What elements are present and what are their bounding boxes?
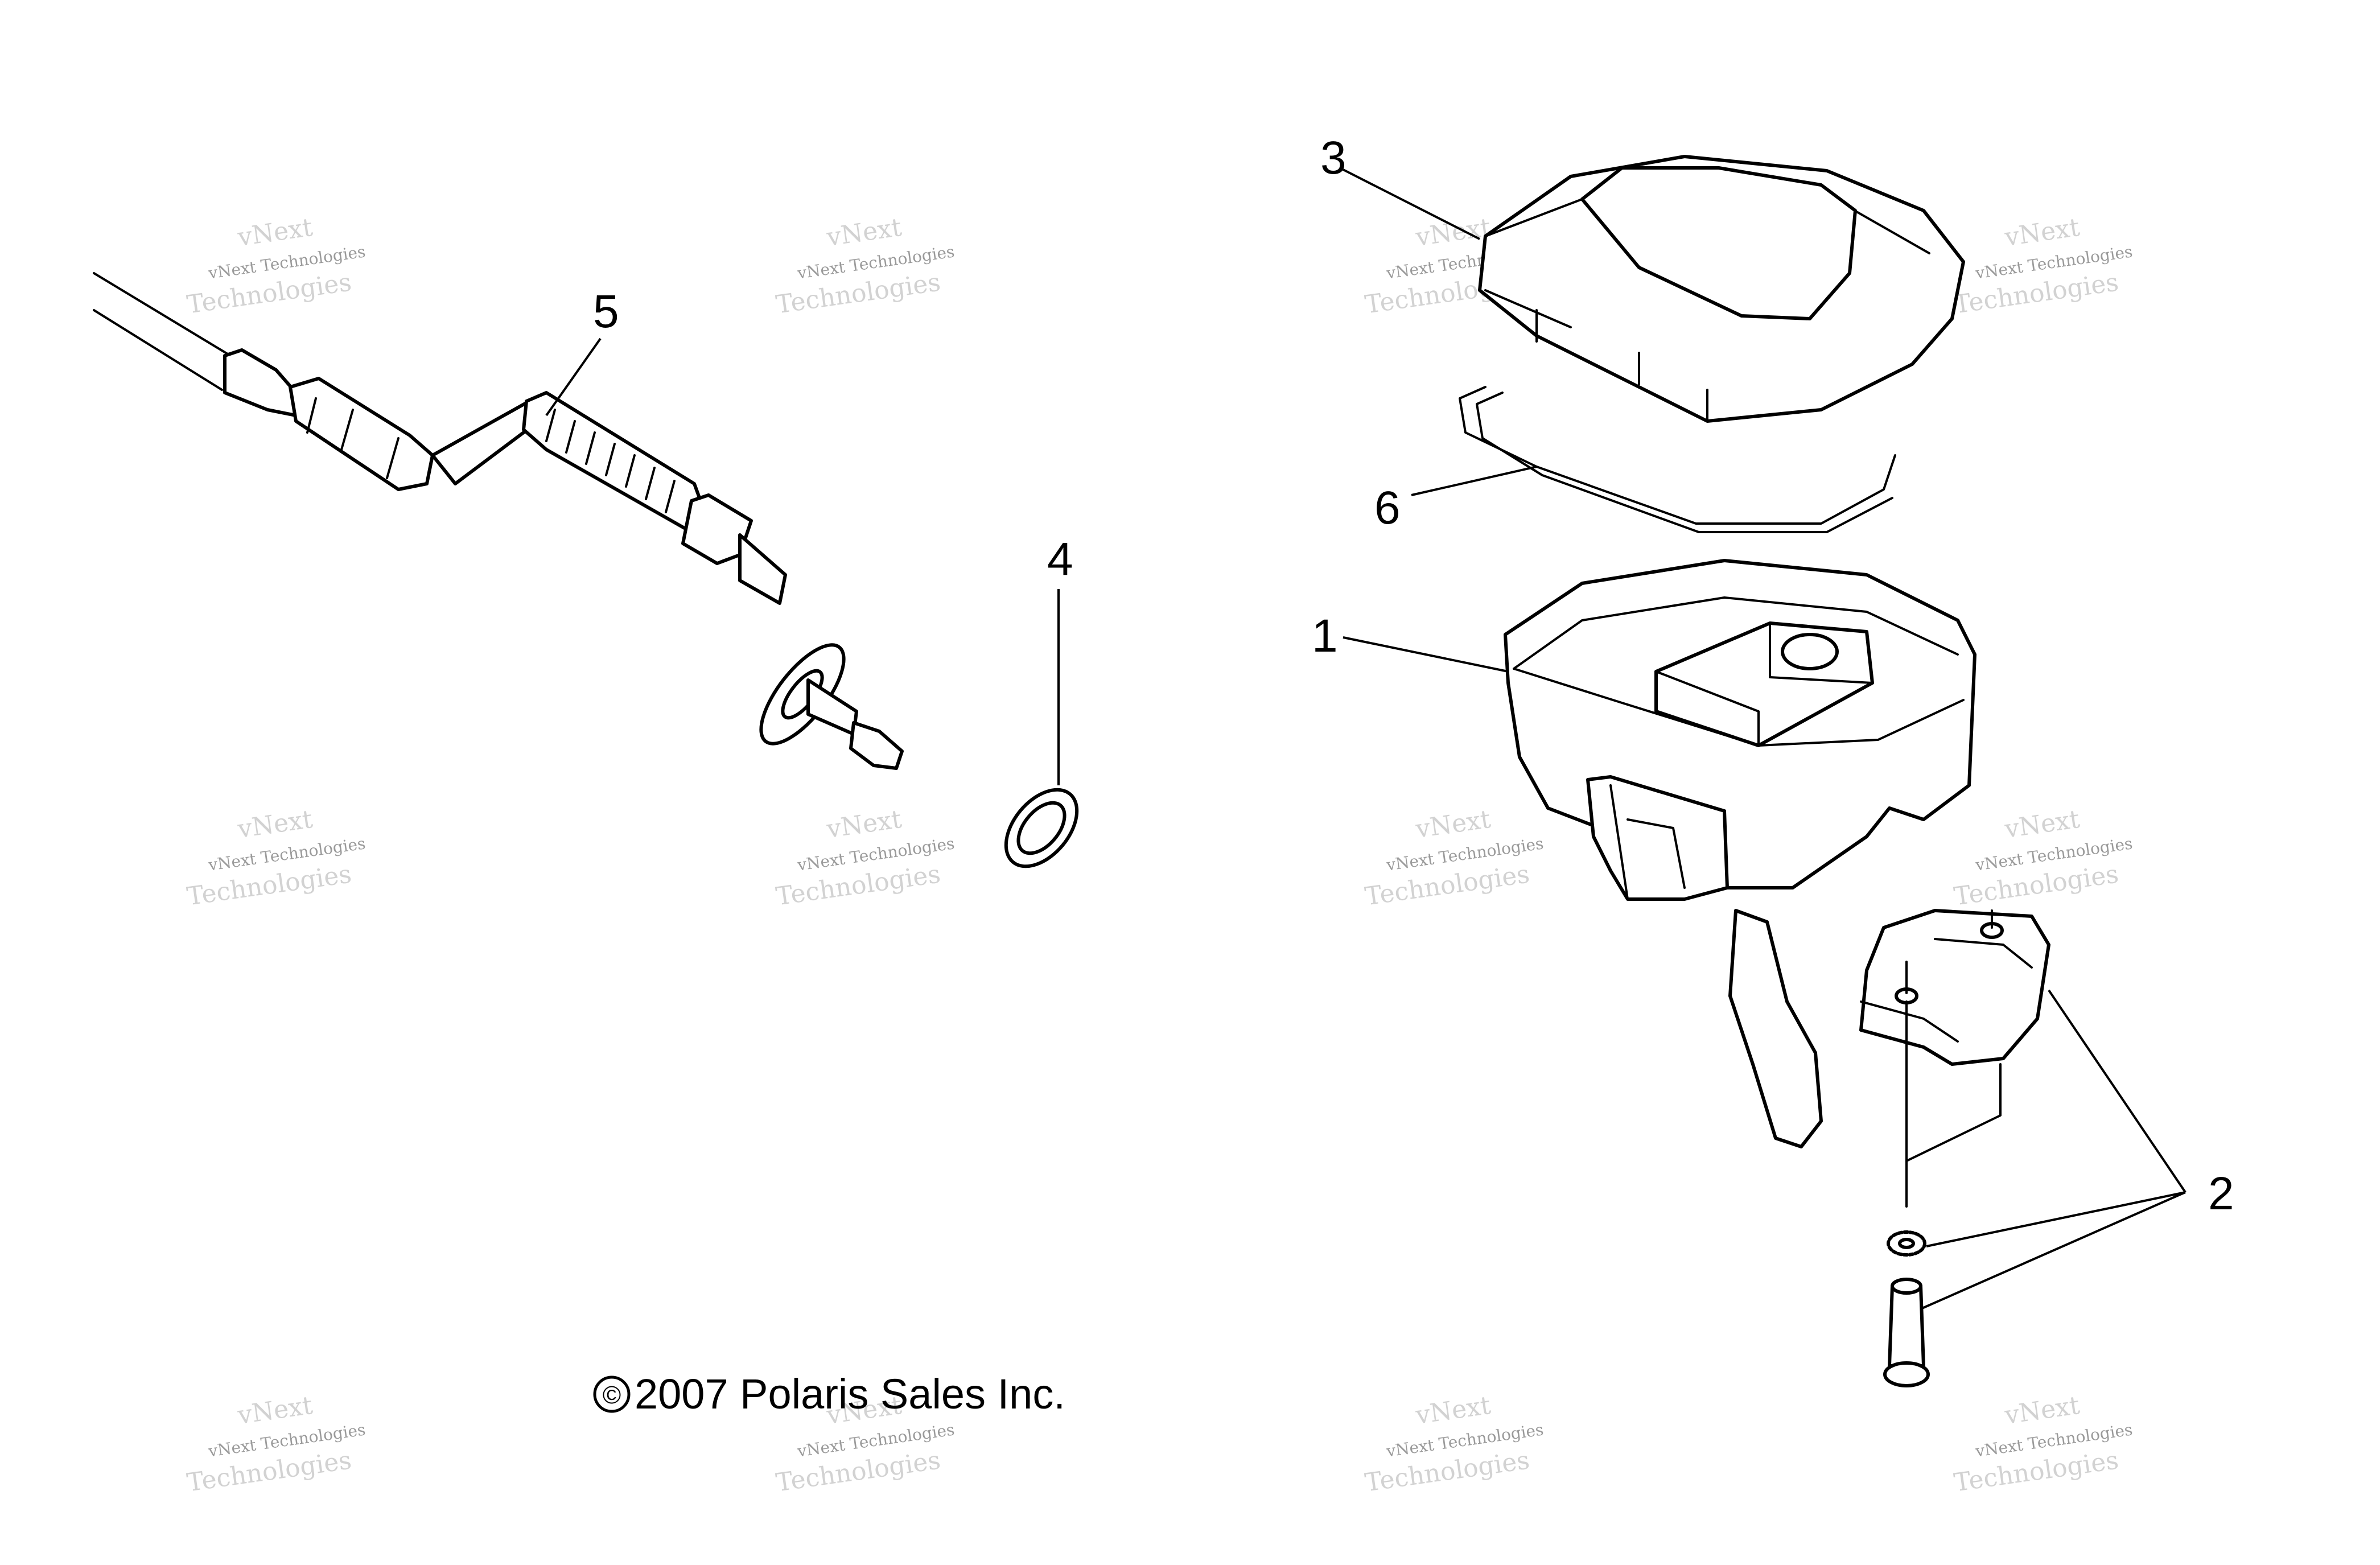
watermark-word: vNext bbox=[236, 805, 315, 844]
o-ring bbox=[1004, 788, 1079, 868]
watermark-word: vNext bbox=[2003, 213, 2082, 252]
watermark-word: vNext bbox=[1414, 805, 1493, 844]
clamp-assembly bbox=[1859, 909, 2050, 1387]
leader-lines bbox=[545, 168, 2187, 1310]
watermark-word: vNext bbox=[825, 805, 904, 844]
callout-2: 2 bbox=[2208, 1168, 2234, 1220]
callout-labels: 3 6 1 4 5 2 bbox=[593, 132, 2234, 1220]
copyright-text: 2007 Polaris Sales Inc. bbox=[635, 1370, 1065, 1418]
copyright-icon bbox=[593, 1375, 631, 1413]
callout-3: 3 bbox=[1320, 132, 1347, 184]
watermark-word: vNext bbox=[2003, 1391, 2082, 1430]
watermark-word: vNext bbox=[1414, 213, 1493, 252]
callout-1: 1 bbox=[1312, 610, 1338, 662]
watermark-word: vNext bbox=[825, 213, 904, 252]
watermark-word: vNext bbox=[236, 1391, 315, 1430]
watermark-word: vNext bbox=[236, 213, 315, 252]
watermark-word: vNext bbox=[1414, 1391, 1493, 1430]
callout-5: 5 bbox=[593, 286, 619, 337]
callout-6: 6 bbox=[1374, 482, 1401, 534]
throttle-housing bbox=[1504, 559, 1977, 1148]
throttle-cable bbox=[93, 272, 904, 770]
copyright-symbol: © bbox=[603, 1381, 621, 1409]
copyright-notice: © 2007 Polaris Sales Inc. bbox=[593, 1370, 1065, 1418]
callout-4: 4 bbox=[1047, 533, 1073, 585]
gasket bbox=[1459, 386, 1896, 533]
watermark-word: vNext bbox=[2003, 805, 2082, 844]
housing-cover bbox=[1478, 155, 1965, 423]
